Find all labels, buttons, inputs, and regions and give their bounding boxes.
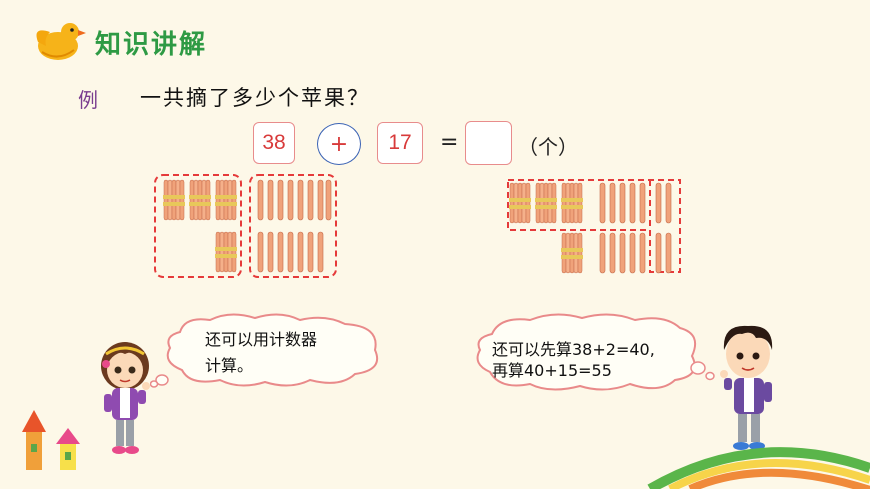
- rainbow-decoration: [647, 447, 870, 489]
- girl-character: [101, 342, 150, 454]
- girl-bubble-line1: 还可以用计数器: [205, 330, 318, 349]
- boy-character: [720, 325, 773, 450]
- page-title: 知识讲解: [95, 30, 208, 60]
- bird-icon: [36, 23, 86, 60]
- boy-bubble-line1: 还可以先算38+2=40,: [492, 340, 655, 359]
- girl-bubble-line2: 计算。: [205, 356, 254, 375]
- girl-thought-bubble: [150, 313, 379, 388]
- boy-bubble-line2: 再算40+15=55: [492, 361, 612, 380]
- answer-box[interactable]: [465, 121, 512, 165]
- stick-diagram-left: [154, 174, 337, 278]
- stick-diagram-right: [507, 179, 681, 274]
- question-text: 一共摘了多少个苹果？: [140, 86, 370, 110]
- operator-circle: +: [317, 123, 361, 165]
- equals-sign: =: [440, 130, 459, 155]
- example-label: 例: [78, 88, 98, 112]
- operand-2-box: 17: [377, 122, 423, 164]
- unit-label: （个）: [518, 135, 578, 159]
- castle-decoration: [22, 410, 80, 470]
- boy-thought-bubble: [476, 313, 715, 391]
- operand-1-box: 38: [253, 122, 295, 164]
